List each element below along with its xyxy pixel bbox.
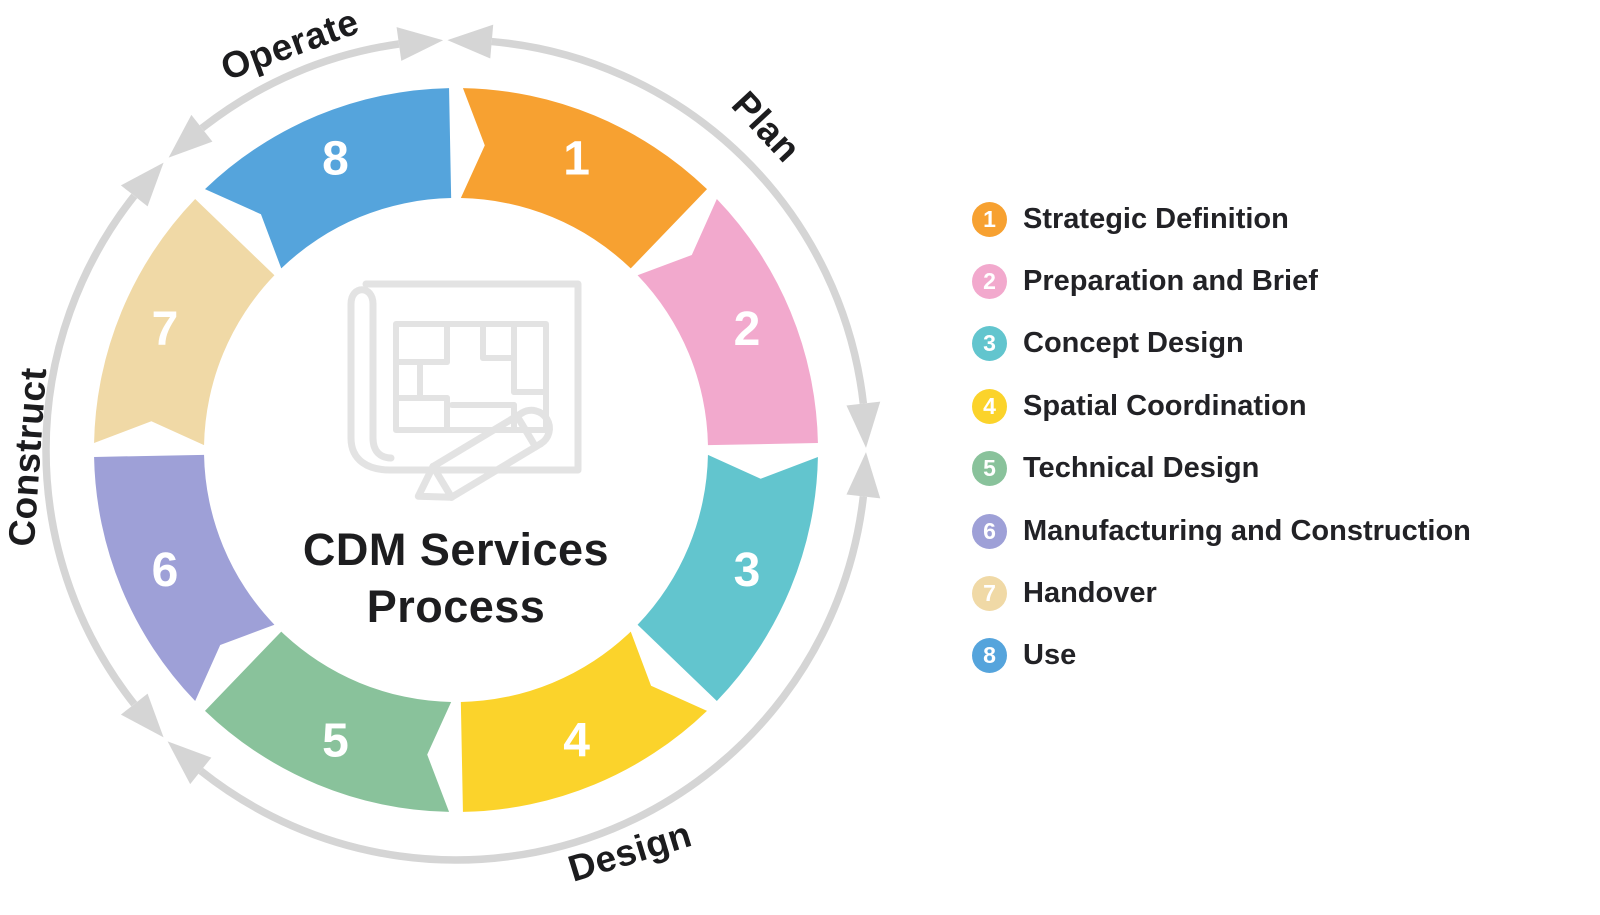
phase-arc-plan-arrowhead (846, 401, 881, 448)
legend-dot-2: 2 (972, 264, 1007, 300)
stage-legend: 1 Strategic Definition 2 Preparation and Br… (972, 188, 1471, 687)
phase-arc-design-arrowhead (167, 741, 212, 785)
legend-item-4: 4 Spatial Coordination (972, 375, 1471, 437)
legend-item-7: 7 Handover (972, 562, 1471, 624)
legend-label-4: Spatial Coordination (1023, 389, 1307, 422)
stage-number-6: 6 (152, 544, 179, 597)
legend-item-8: 8 Use (972, 625, 1471, 687)
stage-segment-3 (637, 454, 818, 702)
legend-item-5: 5 Technical Design (972, 438, 1471, 500)
stage-segment-6 (94, 454, 275, 702)
legend-label-2: Preparation and Brief (1023, 265, 1318, 298)
stage-segment-5 (204, 631, 452, 812)
stage-number-5: 5 (322, 715, 349, 768)
legend-dot-6: 6 (972, 513, 1007, 549)
process-wheel: 1 2 3 4 5 6 7 8 (42, 24, 881, 864)
legend-label-3: Concept Design (1023, 327, 1244, 360)
legend-item-6: 6 Manufacturing and Construction (972, 500, 1471, 562)
legend-label-5: Technical Design (1023, 452, 1260, 485)
stage-number-2: 2 (734, 303, 761, 356)
stage-numbers: 1 2 3 4 5 6 7 8 (152, 132, 761, 767)
wheel-title: CDM Services Process (226, 521, 686, 635)
stage-number-4: 4 (563, 715, 590, 768)
stage-number-7: 7 (152, 303, 179, 356)
wheel-title-line1: CDM Services (302, 524, 610, 575)
stage-number-8: 8 (322, 132, 349, 185)
legend-dot-8: 8 (972, 638, 1007, 674)
legend-item-1: 1 Strategic Definition (972, 188, 1471, 250)
legend-item-2: 2 Preparation and Brief (972, 250, 1471, 312)
stage-segment-8 (204, 88, 452, 269)
stage-segment-4 (460, 631, 708, 812)
legend-label-1: Strategic Definition (1023, 202, 1289, 235)
phase-arrow-arcs (42, 24, 881, 864)
phase-arc-plan-arrowhead (447, 24, 494, 59)
phase-arc-construct-arrowhead (120, 693, 164, 738)
legend-dot-3: 3 (972, 326, 1007, 362)
phase-arc-operate-arrowhead (396, 27, 444, 61)
blueprint-icon (347, 280, 582, 501)
phase-arc-design-arrowhead (846, 452, 881, 499)
wheel-title-line2: Process (366, 581, 546, 632)
legend-dot-4: 4 (972, 388, 1007, 424)
phase-arc-construct (42, 193, 138, 707)
legend-dot-5: 5 (972, 451, 1007, 487)
legend-dot-1: 1 (972, 201, 1007, 237)
legend-label-7: Handover (1023, 577, 1157, 610)
stage-segment-1 (460, 88, 708, 269)
stage-number-1: 1 (563, 132, 590, 185)
phase-arc-design (198, 495, 868, 864)
stage-segments (94, 88, 818, 812)
phase-arc-operate-arrowhead (168, 114, 213, 158)
stage-segment-2 (637, 198, 818, 446)
legend-item-3: 3 Concept Design (972, 313, 1471, 375)
pencil-icon (414, 406, 553, 501)
legend-dot-7: 7 (972, 576, 1007, 612)
phase-arc-plan (491, 37, 868, 405)
phase-arc-construct-arrowhead (120, 162, 164, 207)
stage-number-3: 3 (734, 544, 761, 597)
stage-segment-7 (94, 198, 275, 446)
phase-arc-operate (199, 40, 400, 132)
legend-label-6: Manufacturing and Construction (1023, 514, 1471, 547)
legend-label-8: Use (1023, 639, 1077, 672)
